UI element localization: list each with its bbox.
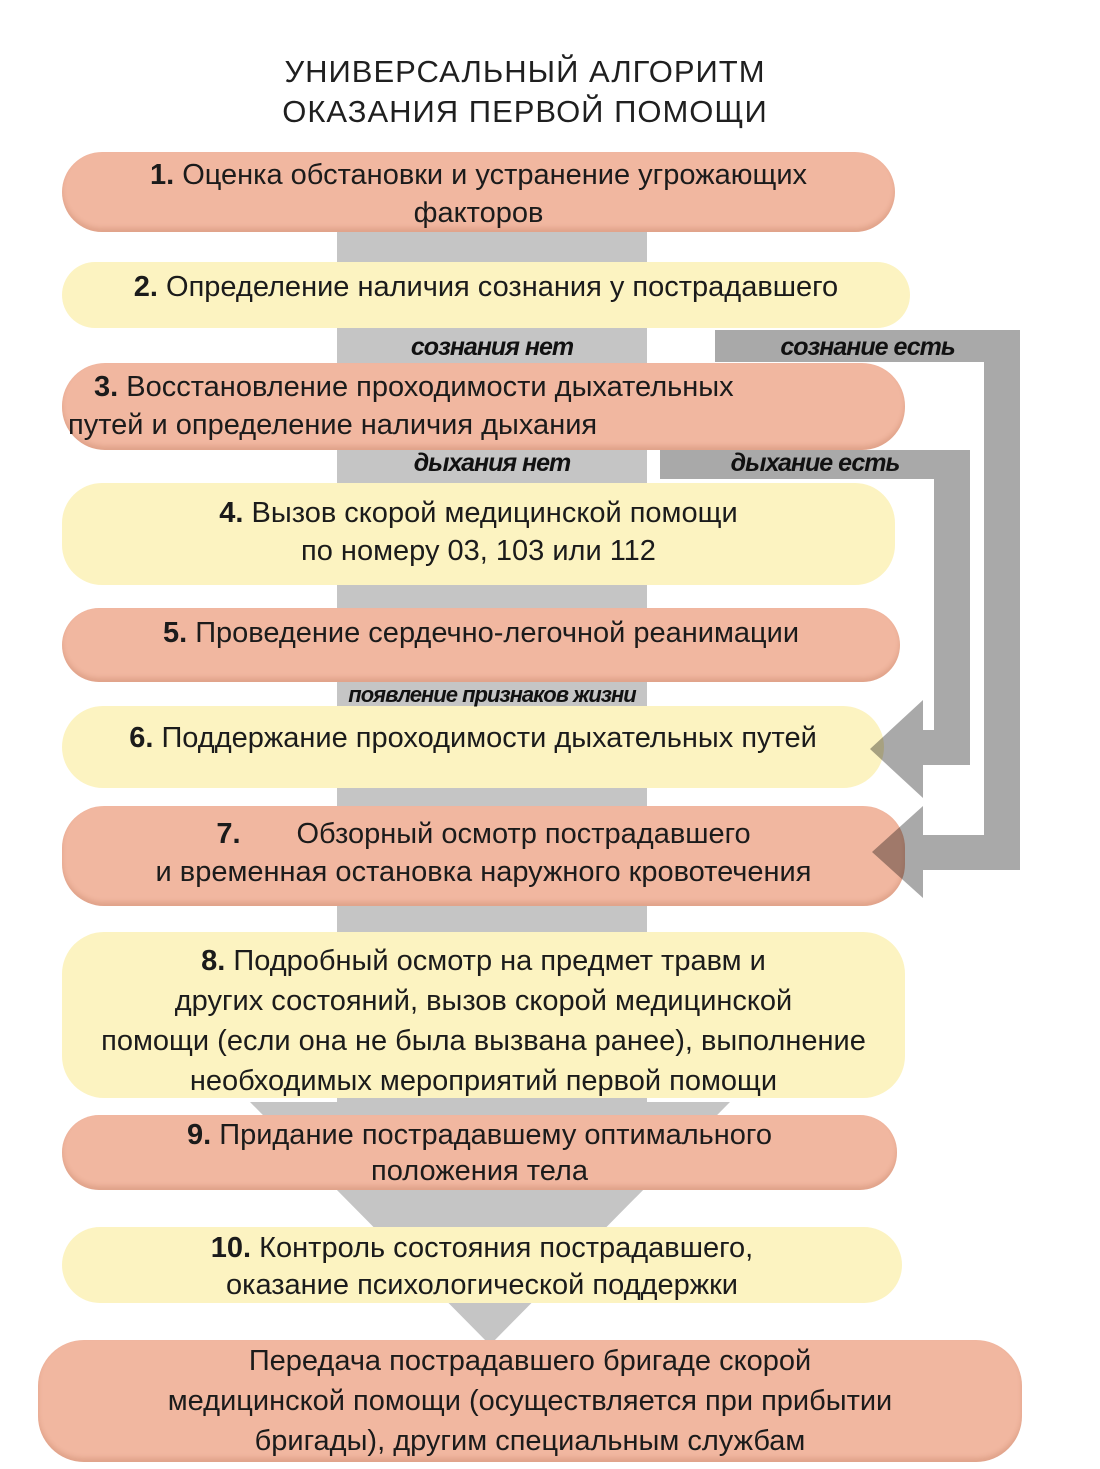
step-10-box: 10. Контроль состояния пострадавшего, ок… [62,1227,902,1303]
step-4-number: 4. [219,497,244,529]
step-7-text: 7.Обзорный осмотр пострадавшего [216,818,751,850]
label-has-breathing: дыхание есть [730,449,901,477]
step-6-number: 6. [129,722,154,754]
step-8-text: 8. Подробный осмотр на предмет травм и [201,945,766,977]
step-2-box: 2. Определение наличия сознания у постра… [62,262,910,328]
step-4-box: 4. Вызов скорой медицинской помощи по но… [62,483,895,585]
step-9-text: 9. Придание пострадавшему оптимального [186,1119,773,1151]
step-2-number: 2. [133,271,158,303]
step-7-box: 7.Обзорный осмотр пострадавшего и времен… [62,806,905,906]
branch-arrow-consciousness-icon [715,330,1020,898]
step-8-box: 8. Подробный осмотр на предмет травм и д… [62,932,905,1098]
page-title: УНИВЕРСАЛЬНЫЙ АЛГОРИТМ ОКАЗАНИЯ ПЕРВОЙ П… [0,52,1050,132]
label-signs-of-life: появление признаков жизни [348,682,636,707]
final-step-text: Передача пострадавшего бригаде скорой [248,1345,812,1377]
page-title-line-1: УНИВЕРСАЛЬНЫЙ АЛГОРИТМ [284,54,766,89]
step-1-box: 1. Оценка обстановки и устранение угрожа… [62,152,895,232]
step-8-number: 8. [201,945,226,977]
step-3-text: 3. Восстановление проходимости дыхательн… [94,371,734,403]
step-1-number: 1. [149,159,175,191]
step-7-number: 7. [216,818,241,850]
step-3-box: 3. Восстановление проходимости дыхательн… [62,363,905,450]
step-6-text: 6. Поддержание проходимости дыхательных … [129,722,817,754]
step-5-text: 5. Проведение сердечно-легочной реанимац… [162,617,800,649]
step-2-text: 2. Определение наличия сознания у постра… [133,271,839,303]
step-10-text: 10. Контроль состояния пострадавшего, [210,1232,754,1264]
branch-arrow-breathing-icon [660,450,970,798]
step-10-number: 10. [210,1232,252,1264]
step-9-box: 9. Придание пострадавшему оптимального п… [62,1115,897,1190]
label-no-consciousness: сознания нет [410,333,574,361]
label-has-consciousness: сознание есть [780,333,955,361]
step-1-text: 1. Оценка обстановки и устранение угрожа… [149,159,808,191]
label-no-breathing: дыхания нет [413,449,572,477]
step-4-text: 4. Вызов скорой медицинской помощи [219,497,738,529]
step-6-box: 6. Поддержание проходимости дыхательных … [62,706,884,788]
step-5-box: 5. Проведение сердечно-легочной реанимац… [62,608,900,682]
step-5-number: 5. [162,617,188,649]
page-title-line-2: ОКАЗАНИЯ ПЕРВОЙ ПОМОЩИ [282,94,768,129]
step-9-number: 9. [186,1119,212,1151]
final-step-box: Передача пострадавшего бригаде скорой ме… [38,1340,1022,1462]
step-3-number: 3. [94,371,119,403]
